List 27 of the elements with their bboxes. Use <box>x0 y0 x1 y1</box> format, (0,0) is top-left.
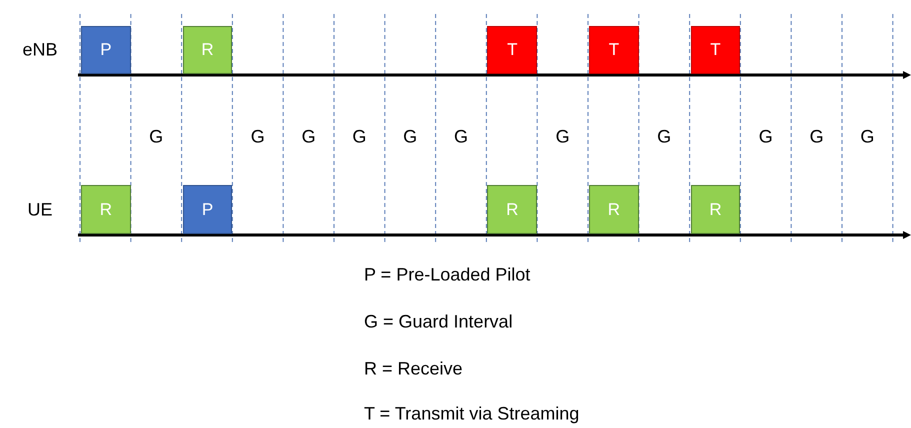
transmit-slot-box: T <box>690 26 740 74</box>
guard-interval-label: G <box>403 126 418 148</box>
guard-interval-label: G <box>758 126 773 148</box>
guard-interval-label: G <box>149 126 164 148</box>
legend-text: T = Transmit via Streaming <box>364 404 580 424</box>
row-label: eNB <box>22 40 58 60</box>
receive-slot-box: R <box>182 26 232 74</box>
receive-slot-box: R <box>589 185 639 234</box>
pilot-slot-box: P <box>81 26 131 74</box>
row-label: UE <box>28 200 52 220</box>
receive-slot-box: R <box>690 185 740 234</box>
guard-interval-label: G <box>556 126 570 148</box>
guard-interval-label: G <box>250 126 265 148</box>
guard-interval-label: G <box>454 126 468 148</box>
pilot-slot-box: P <box>182 185 232 234</box>
transmit-slot-box: T <box>589 26 639 74</box>
guard-interval-label: G <box>302 126 316 148</box>
transmit-slot-box: T <box>487 26 538 74</box>
guard-interval-label: G <box>657 126 672 148</box>
receive-slot-box: R <box>487 185 538 234</box>
legend-text: P = Pre-Loaded Pilot <box>364 264 530 286</box>
legend-text: R = Receive <box>364 358 463 380</box>
receive-slot-box: R <box>81 185 131 234</box>
guard-interval-label: G <box>860 126 874 148</box>
legend-text: G = Guard Interval <box>364 312 513 332</box>
guard-interval-label: G <box>810 126 824 148</box>
guard-interval-label: G <box>352 126 366 148</box>
